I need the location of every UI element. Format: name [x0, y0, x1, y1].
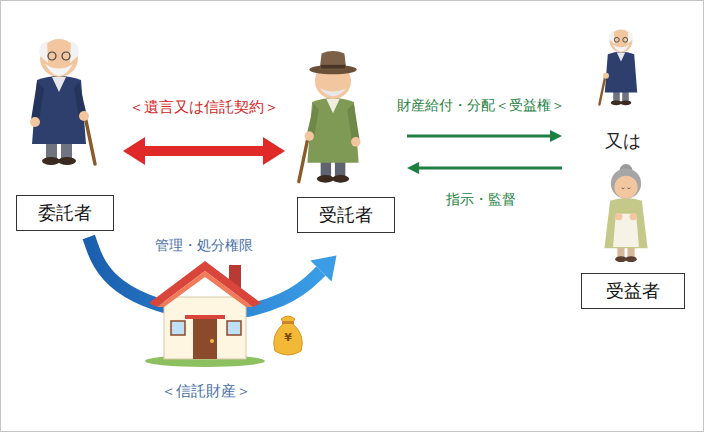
- party-node: 委託者: [11, 29, 119, 231]
- relation-arrow: [407, 135, 550, 138]
- arrow-label: 管理・処分権限: [155, 237, 253, 254]
- arrow-label: ＜遺言又は信託契約＞: [129, 98, 279, 116]
- arrow-label: 指示・監督: [446, 191, 516, 208]
- party-name: 委託者: [38, 202, 92, 224]
- house-icon: [145, 261, 265, 367]
- beneficiary-man-figure: [599, 30, 637, 106]
- party-name: 受託者: [319, 204, 373, 226]
- trustee-figure: [299, 51, 361, 183]
- relation-arrow: [145, 146, 263, 156]
- beneficiary-woman-figure: [604, 164, 647, 262]
- or-note: 又は: [605, 130, 641, 152]
- money-bag-icon: [274, 316, 303, 355]
- party-label-box: 委託者: [16, 195, 114, 231]
- property-caption: ＜信託財産＞: [161, 382, 251, 400]
- party-node: 受益者: [566, 21, 700, 309]
- party-name: 受益者: [606, 280, 660, 302]
- settlor-figure: [30, 39, 95, 165]
- relation-arrow: [419, 167, 562, 170]
- yen-mark: ¥: [284, 331, 292, 344]
- party-node: 受託者: [289, 51, 403, 233]
- party-label-box: 受託者: [297, 197, 395, 233]
- arrow-label: 財産給付・分配＜受益権＞: [397, 97, 565, 114]
- party-label-box: 受益者: [581, 273, 685, 309]
